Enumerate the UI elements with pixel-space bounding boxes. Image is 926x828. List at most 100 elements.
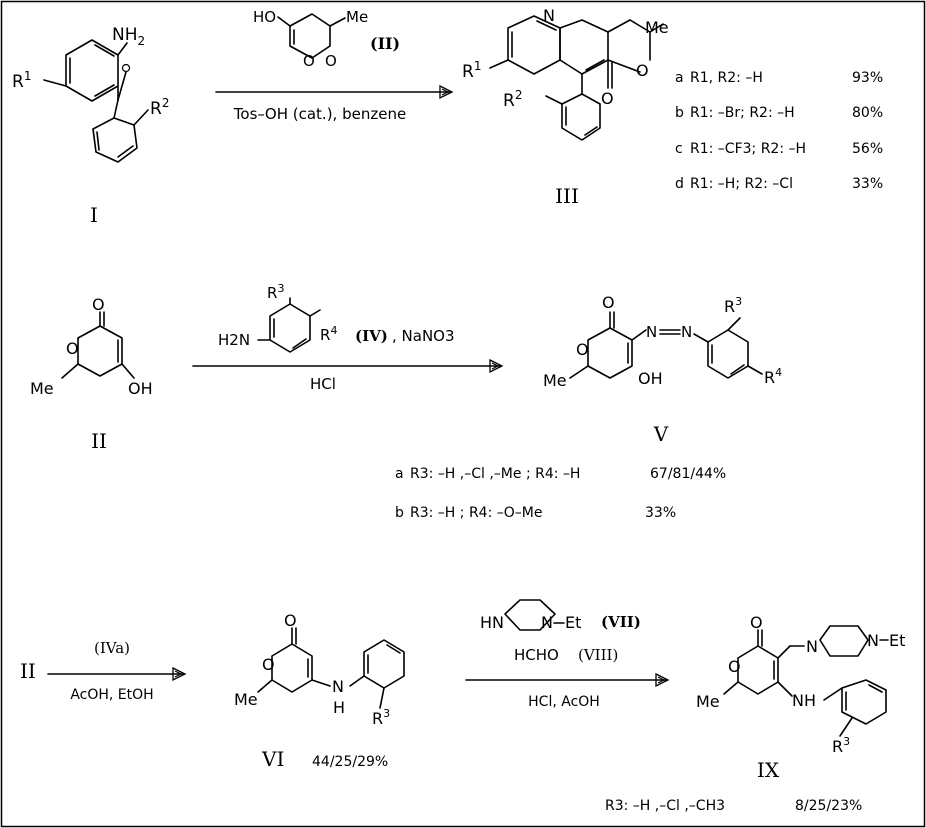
compound-label-V: V [653, 422, 669, 446]
compound-IX-o-ring-label: O [728, 657, 741, 676]
reaction-arrow-2 [192, 358, 504, 374]
reagent-II-structure [277, 13, 346, 59]
reagent-label-II: (II) [370, 34, 400, 53]
table-row-yield: 33% [645, 505, 676, 521]
compound-label-III: III [555, 184, 579, 208]
r1-substituent-label: R1 [12, 69, 31, 92]
compound-VI-r3-label: R3 [372, 707, 390, 728]
reagent-IV-r4-label: R4 [320, 324, 337, 344]
table-row-text: R1: –CF3; R2: –H [690, 141, 806, 157]
table-row-text: R1, R2: –H [690, 70, 763, 86]
table-row-text: R3: –H ,–Cl ,–Me ; R4: –H [410, 466, 580, 482]
compound-III-me-label: Me [645, 18, 669, 37]
reagent-label-IV: (IV) [355, 327, 388, 345]
row2-substituent-table: a R3: –H ,–Cl ,–Me ; R4: –H 67/81/44% b … [395, 466, 726, 521]
compound-V-r4-label: R4 [764, 366, 782, 387]
table-row-text: R1: –H; R2: –Cl [690, 176, 793, 192]
compound-label-VI: VI [261, 747, 284, 771]
compound-V-o-ring-label: O [576, 340, 589, 359]
compound-V-oh-label: OH [638, 369, 663, 388]
compound-VI-o-ring-label: O [262, 655, 275, 674]
reagent-IV-structure [257, 297, 321, 353]
compound-V-me-label: Me [543, 371, 567, 390]
reagent-label-VII: (VII) [601, 613, 641, 631]
reagent-hcho-label: HCHO [514, 646, 559, 664]
arrow-3-top-reagent: (IVa) [94, 639, 130, 657]
reagent-ho-label: HO [253, 8, 276, 26]
table-row-yield: 80% [852, 105, 883, 121]
compound-V-n-label-2: N [681, 323, 692, 341]
r2-substituent-label: R2 [150, 96, 169, 119]
arrow-2-bottom-reagent: HCl [310, 375, 336, 393]
compound-label-II: II [91, 429, 107, 453]
compound-label-IX: IX [757, 758, 780, 782]
reaction-arrow-3 [47, 666, 187, 682]
table-row-letter: a [675, 70, 684, 86]
row1-substituent-table: a R1, R2: –H 93% b R1: –Br; R2: –H 80% c… [675, 70, 883, 192]
nh2-atom-label: NH2 [112, 25, 145, 48]
reagent-VII-hn-label: HN [480, 613, 504, 632]
reagent-o-ring-label: O [325, 52, 337, 70]
table-row-letter: c [675, 141, 683, 157]
compound-III-n-label: N [543, 6, 555, 25]
compound-VI-me-label: Me [234, 690, 258, 709]
reagent-nano3-label: , NaNO3 [392, 327, 455, 345]
compound-IX-structure [723, 625, 887, 737]
reagent-me-label: Me [346, 8, 368, 26]
row3-start-label-II: II [20, 659, 36, 683]
compound-VI-o-carbonyl-label: O [284, 611, 297, 630]
table-row-yield: 93% [852, 70, 883, 86]
table-row-text: R1: –Br; R2: –H [690, 105, 795, 121]
arrow-3-bottom-reagent: AcOH, EtOH [70, 687, 153, 703]
compound-IX-o-carbonyl-label: O [750, 613, 763, 632]
compound-IX-me-label: Me [696, 692, 720, 711]
compound-IX-r3-label: R3 [832, 735, 850, 756]
reagent-VII-n-label: N [541, 613, 553, 632]
table-row-yield: 33% [852, 176, 883, 192]
reagent-IV-h2n-label: H2N [218, 331, 250, 349]
reagent-VII-structure [504, 599, 556, 631]
reagent-label-VIII: (VIII) [578, 646, 618, 664]
reaction-arrow-1 [215, 84, 454, 100]
compound-II-oh-label: OH [128, 379, 153, 398]
compound-IX-yield: 8/25/23% [795, 798, 862, 814]
compound-V-r3-label: R3 [724, 295, 742, 316]
compound-II-me-label: Me [30, 379, 54, 398]
compound-V-structure [569, 311, 763, 379]
reagent-o-carbonyl-label: O [303, 52, 315, 70]
reagent-VII-et-label: Et [565, 613, 581, 632]
compound-III-structure [489, 15, 664, 141]
reaction-arrow-4 [465, 672, 670, 688]
compound-III-r1-label: R1 [462, 59, 481, 82]
compound-I-structure [43, 39, 149, 163]
compound-III-o-carbonyl-label: O [601, 89, 614, 108]
table-row-letter: b [395, 505, 404, 521]
table-row-letter: d [675, 176, 684, 192]
compound-II-o-ring-label: O [66, 339, 79, 358]
table-row-yield: 56% [852, 141, 883, 157]
arrow-1-bottom-reagent: Tos–OH (cat.), benzene [233, 105, 406, 123]
compound-IX-n-label-2: N [867, 631, 879, 650]
compound-III-o-ring-label: O [636, 61, 649, 80]
compound-VI-structure [257, 627, 405, 709]
arrow-4-bottom-reagent: HCl, AcOH [528, 694, 600, 710]
compound-VI-h-label: H [333, 698, 345, 717]
table-row-yield: 67/81/44% [650, 466, 726, 482]
compound-IX-et-label: Et [889, 631, 905, 650]
compound-IX-r3-substituents: R3: –H ,–Cl ,–CH3 [605, 798, 725, 814]
compound-IX-nh-label: NH [792, 691, 816, 710]
compound-label-I: I [90, 203, 98, 227]
table-row-letter: a [395, 466, 404, 482]
compound-II-o-carbonyl-label: O [92, 295, 105, 314]
compound-II-structure [61, 311, 135, 379]
compound-V-o-carbonyl-label: O [602, 293, 615, 312]
table-row-text: R3: –H ; R4: –O–Me [410, 505, 542, 521]
compound-III-r2-label: R2 [503, 88, 522, 111]
reagent-IV-r3-label: R3 [267, 282, 284, 302]
compound-VI-yield: 44/25/29% [312, 754, 388, 770]
compound-V-n-label-1: N [646, 323, 657, 341]
compound-VI-n-label: N [332, 677, 344, 696]
compound-IX-n-label-1: N [806, 637, 818, 656]
